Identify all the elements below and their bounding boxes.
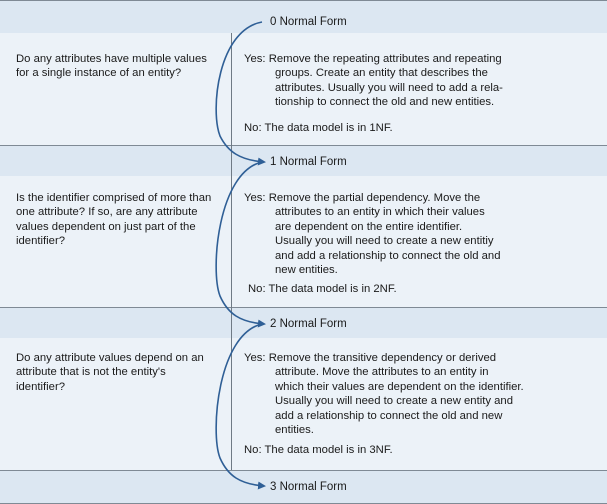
step-3-yes-line-1: attribute. Move the attributes to an ent… (275, 366, 489, 379)
step-1-yes-prefix: Yes: (244, 53, 266, 65)
step-3-yes-line-0: Remove the transitive dependency or deri… (268, 352, 497, 364)
step-1-yes-line-2: attributes. Usually you will need to add… (275, 81, 503, 94)
step-panel-3 (0, 338, 607, 470)
stage-label-3: 3 Normal Form (270, 481, 347, 493)
step-3-yes-line-5: entities. (275, 424, 314, 437)
step-1-question: Do any attributes have multiple values f… (16, 53, 207, 80)
stage-label-0: 0 Normal Form (270, 16, 347, 28)
step-2-yes: Yes: Remove the partial dependency. Move… (244, 191, 500, 277)
step-2-yes-line-0: Remove the partial dependency. Move the (268, 192, 481, 204)
step-3-yes-line-2: which their values are dependent on the … (275, 380, 524, 393)
step-2-question: Is the identifier comprised of more than… (16, 192, 212, 248)
step-3-no: No: The data model is in 3NF. (244, 444, 393, 456)
stage-band-2 (0, 307, 607, 339)
step-3-yes: Yes: Remove the transitive dependency or… (244, 351, 524, 437)
step-3-yes-prefix: Yes: (244, 352, 266, 364)
step-3-yes-line-3: Usually you will need to create a new en… (275, 395, 513, 408)
step-panel-1 (0, 33, 607, 145)
step-2-yes-line-3: Usually you will need to create a new en… (275, 235, 494, 248)
step-1-yes-line-3: tionship to connect the old and new enti… (275, 96, 495, 109)
step-3-question: Do any attribute values depend on an att… (16, 352, 204, 393)
step-2-yes-line-4: and add a relationship to connect the ol… (275, 249, 501, 262)
step-1-no: No: The data model is in 1NF. (244, 122, 393, 134)
step-2-yes-line-1: attributes to an entity in which their v… (275, 206, 485, 219)
stage-band-0 (0, 0, 607, 34)
stage-label-2: 2 Normal Form (270, 318, 347, 330)
step-1-yes-line-1: groups. Create an entity that describes … (275, 67, 488, 80)
step-1-yes: Yes: Remove the repeating attributes and… (244, 52, 503, 110)
step-1-yes-line-0: Remove the repeating attributes and repe… (268, 53, 502, 65)
step-2-yes-prefix: Yes: (244, 192, 266, 204)
column-divider (231, 33, 232, 470)
step-2-yes-line-2: are dependent on the entire identifier. (275, 220, 463, 233)
step-2-no: No: The data model is in 2NF. (248, 283, 397, 295)
step-3-yes-line-4: add a relationship to connect the old an… (275, 409, 503, 422)
step-panel-2 (0, 176, 607, 307)
stage-label-1: 1 Normal Form (270, 156, 347, 168)
stage-band-3 (0, 470, 607, 504)
step-2-yes-line-5: new entities. (275, 264, 338, 277)
stage-band-1 (0, 145, 607, 177)
